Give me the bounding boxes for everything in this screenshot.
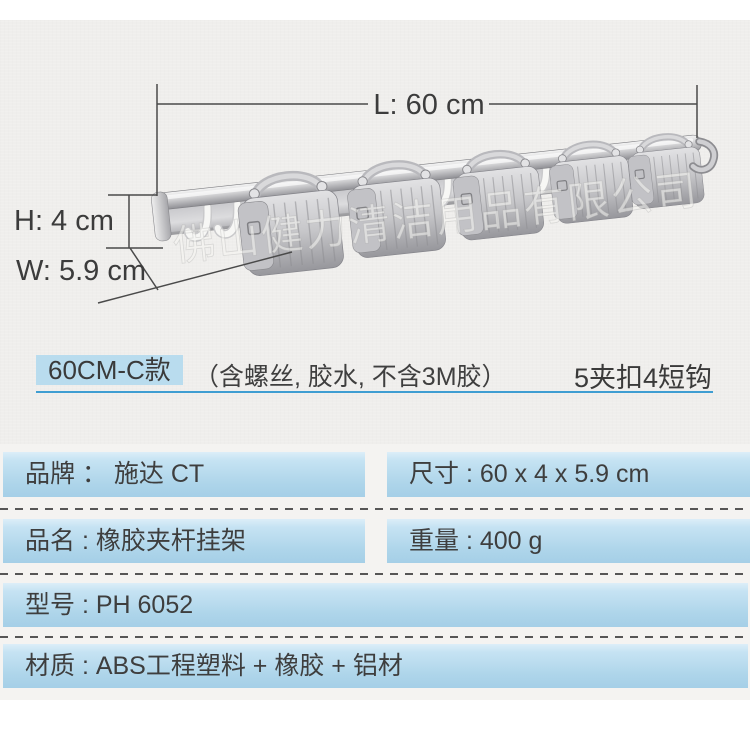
variant-count-label: 5夹扣4短钩 [573, 363, 712, 393]
variant-note: （含螺丝, 胶水, 不含3M胶） [194, 363, 507, 391]
product-figure: 佛山健力清洁用品有限公司 L: 60 cm H: 4 cm W: [14, 84, 719, 304]
dimension-lines [97, 84, 698, 304]
end-hook [688, 137, 719, 174]
rail-assembly: 佛山健力清洁用品有限公司 [151, 133, 719, 276]
dashed-divider [0, 508, 750, 510]
dashed-divider [0, 573, 750, 575]
spec-size: 尺寸 : 60 x 4 x 5.9 cm [387, 452, 750, 497]
sheet-canvas: 佛山健力清洁用品有限公司 L: 60 cm H: 4 cm W: [0, 20, 750, 700]
spec-brand: 品牌 ： 施达 CT [3, 452, 365, 497]
variant-underline [36, 391, 713, 393]
spec-material: 材质 : ABS工程塑料 + 橡胶 + 铝材 [3, 644, 748, 688]
dim-label-width: W: 5.9 cm [16, 255, 146, 287]
spec-weight: 重量 : 400 g [387, 519, 750, 563]
dim-label-length: L: 60 cm [373, 89, 484, 121]
spec-model: 型号 : PH 6052 [3, 583, 748, 627]
gripper-clips [237, 133, 705, 276]
dim-label-height: H: 4 cm [14, 205, 114, 237]
variant-badge: 60CM-C款 [36, 355, 183, 385]
dashed-divider [0, 636, 750, 638]
rail-end-cap [151, 191, 172, 242]
spec-name: 品名 : 橡胶夹杆挂架 [3, 519, 365, 563]
